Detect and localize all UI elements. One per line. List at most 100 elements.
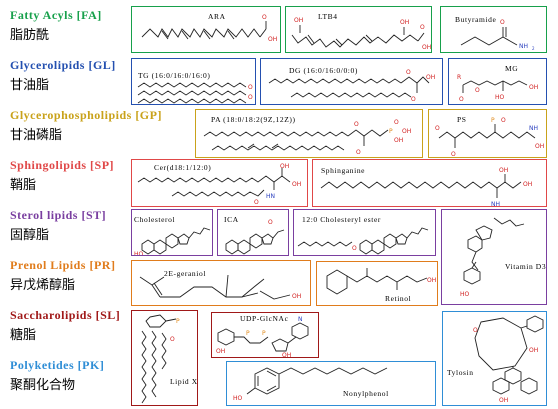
category-en-label: Glycerolipids [GL] <box>10 58 116 72</box>
structure-retinol: OH <box>326 268 436 295</box>
molecule-box-cholesterol: Cholesterol HO <box>131 209 213 256</box>
svg-text:O: O <box>254 199 259 206</box>
molecule-label-tg: TG (16:0/16:0/16:0) <box>138 71 211 80</box>
molecule-box-nonylphenol: Nonylphenol HO <box>226 361 436 406</box>
molecule-label-nonylphenol: Nonylphenol <box>343 389 389 398</box>
molecule-box-ica: ICA O <box>217 209 289 256</box>
svg-text:O: O <box>268 219 273 226</box>
structure-geraniol: OH <box>139 274 301 300</box>
category-en-label: Saccharolipids [SL] <box>10 308 121 322</box>
molecule-label-lipid-x: Lipid X <box>170 377 198 386</box>
molecule-label-retinol: Retinol <box>385 294 412 303</box>
svg-text:OH: OH <box>282 352 291 358</box>
category-en-label: Sphingolipids [SP] <box>10 158 115 172</box>
svg-text:O: O <box>394 119 399 126</box>
category-en-label: Glycerophospholipids [GP] <box>10 108 162 122</box>
category-cn-label: 异戊烯醇脂 <box>10 278 76 293</box>
structure-ica: O <box>225 219 285 255</box>
category-cn-label: 聚酮化合物 <box>10 378 76 393</box>
category-fatty-acyls: Fatty Acyls [FA] 脂肪酰 <box>10 8 102 43</box>
category-cn-label: 固醇脂 <box>10 228 50 243</box>
category-sterol-lipids: Sterol lipids [ST] 固醇脂 <box>10 208 106 243</box>
svg-text:O: O <box>354 121 359 128</box>
molecule-label-ps: PS <box>457 115 467 124</box>
svg-text:O: O <box>248 94 253 101</box>
molecule-label-dg: DG (16:0/16:0/0:0) <box>289 66 358 75</box>
svg-text:P: P <box>246 330 250 337</box>
svg-text:HO: HO <box>134 251 144 256</box>
molecule-box-retinol: Retinol OH <box>316 261 438 306</box>
category-polyketides: Polyketides [PK] 聚酮化合物 <box>10 358 104 393</box>
molecule-label-cholesterol: Cholesterol <box>134 215 176 224</box>
svg-text:NH: NH <box>519 43 528 50</box>
svg-text:NH: NH <box>491 201 500 207</box>
svg-text:P: P <box>176 318 180 325</box>
category-cn-label: 甘油脂 <box>10 78 50 93</box>
molecule-label-tylosin: Tylosin <box>447 368 474 377</box>
molecule-label-ara: ARA <box>208 12 226 21</box>
svg-text:O: O <box>451 151 456 158</box>
category-saccharolipids: Saccharolipids [SL] 糖脂 <box>10 308 120 343</box>
structure-tylosin: O OH OH <box>473 315 544 404</box>
svg-text:2: 2 <box>532 46 535 51</box>
svg-text:N: N <box>298 316 303 323</box>
svg-text:O: O <box>473 327 478 334</box>
structure-cholesteryl-ester: O <box>297 227 429 255</box>
category-prenol-lipids: Prenol Lipids [PR] 异戊烯醇脂 <box>10 258 115 293</box>
svg-text:OH: OH <box>294 17 303 24</box>
molecule-label-ica: ICA <box>224 215 239 224</box>
structure-lipid-x: P O <box>141 314 180 404</box>
category-en-label: Polyketides [PK] <box>10 358 105 372</box>
svg-text:HN: HN <box>266 193 275 200</box>
structure-tg: OO <box>137 82 253 104</box>
svg-text:OH: OH <box>427 277 436 284</box>
svg-text:P: P <box>491 117 495 124</box>
svg-text:OH: OH <box>280 163 289 170</box>
category-sphingolipids: Sphingolipids [SP] 鞘脂 <box>10 158 114 193</box>
svg-text:OH: OH <box>216 348 225 355</box>
molecule-box-geraniol: 2E-geraniol OH <box>131 260 311 306</box>
svg-text:O: O <box>501 117 506 124</box>
svg-text:R: R <box>457 74 461 81</box>
svg-text:O: O <box>352 245 357 252</box>
category-glycerophospholipids: Glycerophospholipids [GP] 甘油磷脂 <box>10 108 162 143</box>
svg-text:OH: OH <box>292 181 301 188</box>
svg-text:OH: OH <box>402 128 411 135</box>
molecule-label-cholesteryl-ester: 12:0 Cholesteryl ester <box>302 215 382 224</box>
structure-cer: HN OH OH O <box>137 163 301 206</box>
structure-cholesterol: HO <box>134 227 211 256</box>
svg-text:OH: OH <box>268 36 277 43</box>
svg-text:OH: OH <box>292 293 301 300</box>
molecule-label-ltb4: LTB4 <box>318 12 338 21</box>
category-glycerolipids: Glycerolipids [GL] 甘油脂 <box>10 58 116 93</box>
svg-text:OH: OH <box>523 181 532 188</box>
molecule-label-vitamin-d3: Vitamin D3 <box>505 262 547 271</box>
category-en-label: Sterol lipids [ST] <box>10 208 107 222</box>
svg-text:NH: NH <box>529 125 538 132</box>
structure-sphinganine: OH OH NH <box>320 167 532 207</box>
svg-text:OH: OH <box>535 143 544 150</box>
molecule-label-pa: PA (18:0/18:2(9Z,12Z)) <box>211 115 296 124</box>
svg-text:OH: OH <box>499 397 508 404</box>
svg-text:OH: OH <box>499 167 508 174</box>
svg-text:OH: OH <box>529 347 538 354</box>
structure-ara: OOH <box>141 14 277 43</box>
svg-text:HO: HO <box>233 395 243 402</box>
molecule-label-udp: UDP-GlcNAc <box>240 314 289 323</box>
molecule-box-cholesteryl-ester: 12:0 Cholesteryl ester O <box>293 209 436 256</box>
svg-text:O: O <box>475 87 480 94</box>
structure-nonylphenol: HO <box>233 367 388 402</box>
molecule-label-mg: MG <box>505 64 519 73</box>
